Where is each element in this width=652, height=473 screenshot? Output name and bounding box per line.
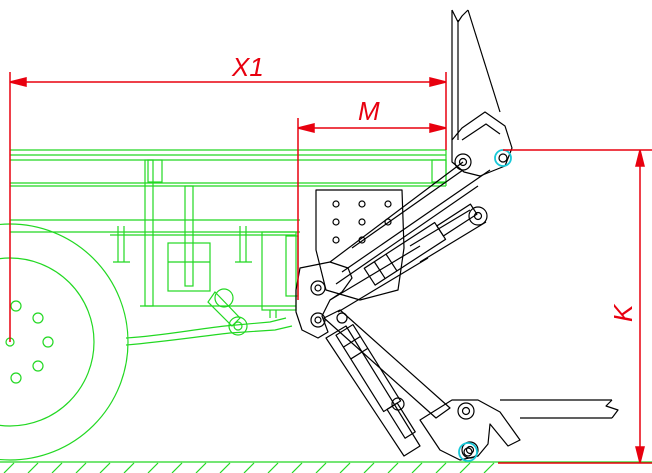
dimension-k-label: K — [608, 303, 638, 322]
loader-linkage — [295, 9, 619, 461]
pivot-pins — [463, 153, 508, 457]
dimension-x1-label: X1 — [231, 52, 264, 82]
dimension-m-label: M — [358, 96, 380, 126]
tractor-chassis — [0, 149, 447, 461]
dimension-lines — [9, 72, 652, 464]
ground-line — [0, 461, 652, 473]
